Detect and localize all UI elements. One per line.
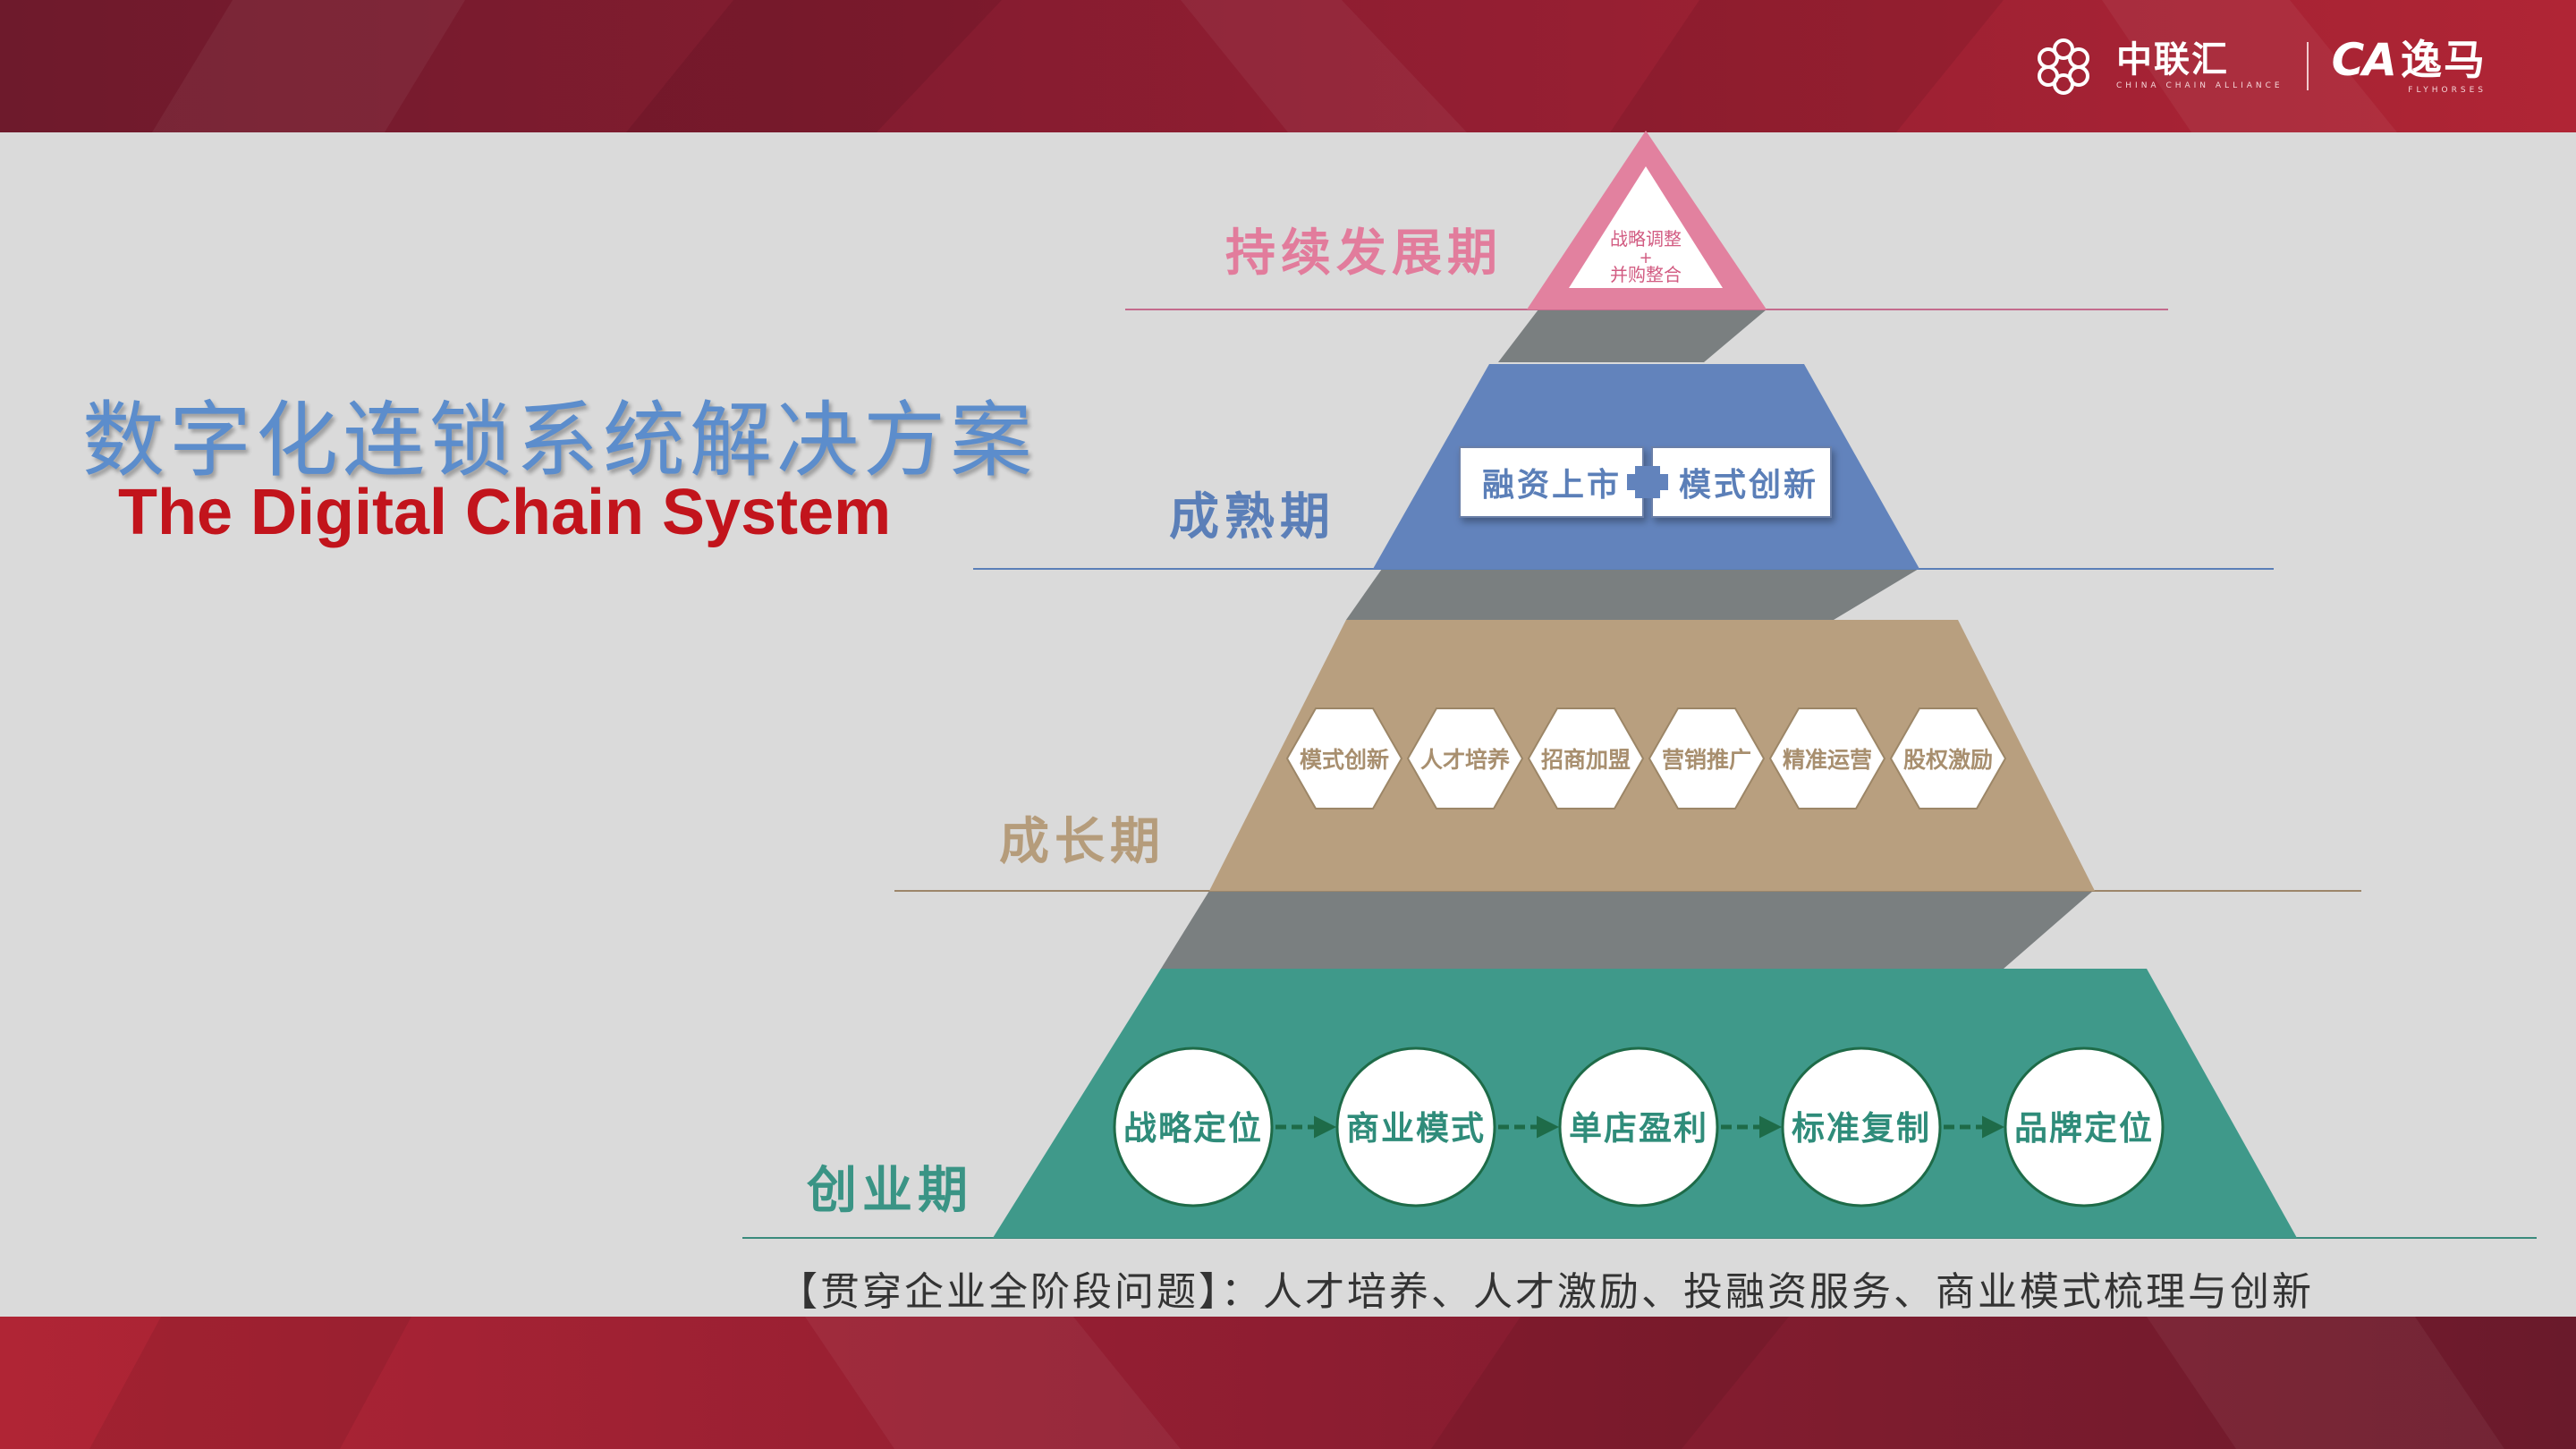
logo-left-sub: CHINA CHAIN ALLIANCE: [2115, 81, 2284, 90]
startup-circle: [1335, 1046, 1496, 1208]
connector-mature: [1346, 569, 1919, 620]
page-title: 数字化连锁系统解决方案: [82, 393, 1038, 488]
growth-hexagon: [1768, 708, 1886, 809]
footnote: 【贯穿企业全阶段问题】：人才培养、人才激励、投融资服务、商业模式梳理与创新: [778, 1269, 2314, 1315]
puzzle-joint-icon: [1627, 466, 1668, 498]
logo-divider: [2306, 42, 2309, 90]
chain-flower-icon: [2037, 38, 2089, 95]
growth-hexagon-label: 股权激励: [1903, 747, 1993, 773]
sustain-item-2: 并购整合: [1610, 264, 1682, 285]
growth-hexagon-label: 营销推广: [1662, 747, 1751, 773]
startup-circle-label: 单店盈利: [1569, 1109, 1708, 1148]
growth-hexagon-label: 模式创新: [1300, 747, 1389, 773]
startup-circle-label: 标准复制: [1792, 1109, 1931, 1148]
header-band: [0, 0, 2576, 132]
growth-hexagon: [1285, 708, 1403, 809]
logo-zhonglianhui: 中联汇 CHINA CHAIN ALLIANCE: [2116, 42, 2284, 90]
logo-right-mark: CA: [2331, 34, 2397, 86]
page-subtitle: The Digital Chain System: [118, 477, 892, 548]
growth-hexagon: [1648, 708, 1766, 809]
growth-hexagon-label: 精准运营: [1783, 747, 1872, 773]
sustain-item-plus: +: [1639, 249, 1652, 267]
startup-circles: 战略定位 商业模式 单店盈利 标准复制 品牌定位: [1113, 1046, 2165, 1208]
stage-label-sustain: 持续发展期: [1225, 225, 1503, 283]
startup-circle-label: 品牌定位: [2014, 1109, 2154, 1148]
startup-circle-label: 商业模式: [1346, 1109, 1486, 1148]
growth-hexagon-label: 招商加盟: [1541, 747, 1631, 773]
stage-label-mature: 成熟期: [1169, 488, 1335, 547]
stage-label-growth: 成长期: [999, 813, 1165, 871]
footer-band: [0, 1317, 2576, 1449]
startup-circle: [1113, 1046, 1274, 1208]
startup-circle: [1558, 1046, 1719, 1208]
growth-hexagon: [1889, 708, 2007, 809]
growth-hexagon: [1406, 708, 1524, 809]
logo-yima: CA 逸马 FLYHORSES: [2332, 38, 2487, 95]
growth-hexagon: [1527, 708, 1645, 809]
sustain-item-1: 战略调整: [1610, 228, 1682, 250]
stage-label-startup: 创业期: [807, 1162, 973, 1220]
growth-hexagons: 模式创新 人才培养 招商加盟 营销推广 精准运营 股权激励: [1285, 708, 2007, 809]
connector-top: [1498, 309, 1767, 362]
logo-left-name: 中联汇: [2115, 39, 2229, 80]
startup-circle-label: 战略定位: [1123, 1109, 1263, 1148]
mature-item-2: 模式创新: [1679, 467, 1818, 504]
tier-sustain-inner: [1569, 166, 1723, 288]
startup-circle: [1781, 1046, 1942, 1208]
startup-circle: [2004, 1046, 2165, 1208]
header-logos: 中联汇 CHINA CHAIN ALLIANCE CA 逸马 FLYHORSES: [2034, 32, 2487, 100]
logo-right-sub: FLYHORSES: [2408, 86, 2487, 95]
connector-growth: [1161, 891, 2093, 969]
mature-item-1: 融资上市: [1482, 467, 1622, 504]
logo-right-name: 逸马: [2401, 36, 2487, 84]
growth-hexagon-label: 人才培养: [1420, 747, 1510, 773]
